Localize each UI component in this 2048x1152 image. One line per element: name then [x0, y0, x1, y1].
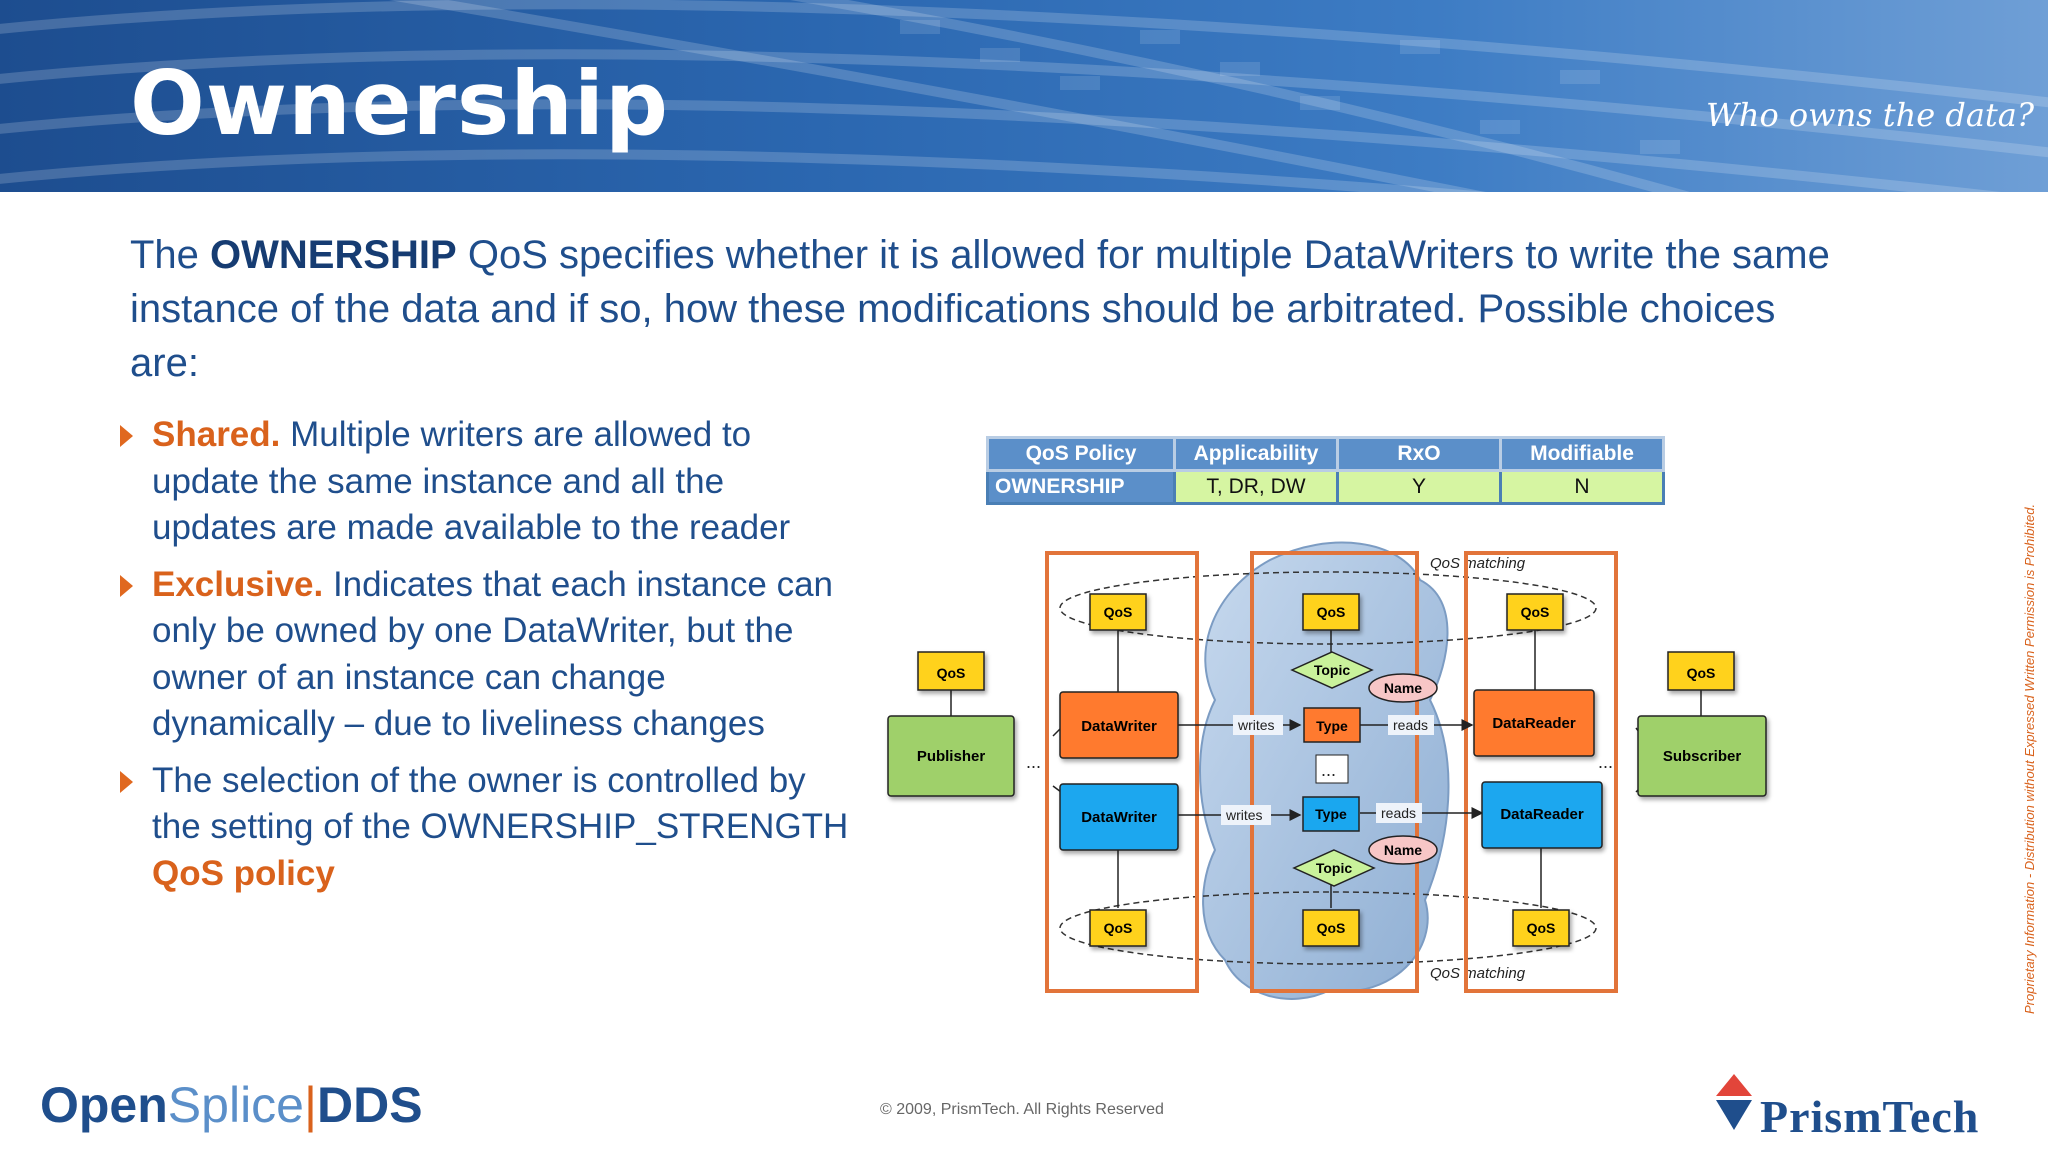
header-banner: Ownership Who owns the data?	[0, 0, 2048, 192]
prismtech-logo: PrismTech	[1712, 1070, 1978, 1142]
bullet-selection: The selection of the owner is controlled…	[118, 758, 858, 898]
table-cell: T, DR, DW	[1173, 469, 1339, 505]
qos-box: QoS	[1089, 909, 1147, 947]
writer-highlight-box	[1045, 551, 1199, 993]
datawriter-box: DataWriter	[1059, 783, 1179, 851]
writes-label: writes	[1225, 807, 1263, 823]
prismtech-logo-icon	[1716, 1074, 1752, 1130]
ellipsis-label: ...	[1598, 752, 1613, 772]
table-header: QoS Policy	[986, 436, 1176, 472]
name-ellipse: Name	[1368, 673, 1438, 703]
svg-text:Subscriber: Subscriber	[1663, 748, 1742, 765]
table-header: Modifiable	[1499, 436, 1665, 472]
reads-label: reads	[1381, 805, 1416, 821]
qos-matching-ellipse	[1059, 891, 1597, 965]
qos-box: QoS	[1302, 593, 1360, 631]
qos-box: QoS	[1667, 651, 1735, 691]
bullet-emphasis: QoS policy	[152, 853, 335, 893]
svg-text:DataReader: DataReader	[1500, 806, 1584, 823]
intro-paragraph: The OWNERSHIP QoS specifies whether it i…	[130, 228, 1850, 390]
table-header: Applicability	[1173, 436, 1339, 472]
ellipsis-label: ...	[1026, 752, 1041, 772]
bullet-shared: Shared. Multiple writers are allowed to …	[118, 412, 858, 552]
qos-box: QoS	[1512, 909, 1570, 947]
qos-policy-table: QoS Policy Applicability RxO Modifiable …	[986, 436, 1665, 505]
intro-text: QoS specifies whether it is allowed for …	[130, 233, 1830, 385]
reader-highlight-box	[1464, 551, 1618, 993]
qos-box: QoS	[1302, 909, 1360, 947]
svg-text:QoS: QoS	[1104, 604, 1133, 620]
subscriber-box: Subscriber	[1637, 715, 1767, 797]
table-header-row: QoS Policy Applicability RxO Modifiable	[986, 436, 1665, 472]
opensplice-logo: OpenSplice|DDS	[40, 1077, 423, 1133]
bullet-arrow-icon	[120, 574, 133, 597]
svg-text:QoS: QoS	[1317, 604, 1346, 620]
table-cell: Y	[1336, 469, 1502, 505]
reads-label: reads	[1393, 717, 1428, 733]
svg-text:Name: Name	[1384, 842, 1422, 858]
bullet-term: Exclusive.	[152, 564, 324, 604]
svg-text:QoS: QoS	[1104, 920, 1133, 936]
svg-text:QoS: QoS	[937, 665, 966, 681]
svg-text:Topic: Topic	[1314, 662, 1351, 678]
svg-text:Name: Name	[1384, 680, 1422, 696]
name-ellipse: Name	[1368, 835, 1438, 865]
svg-text:DataWriter: DataWriter	[1081, 718, 1157, 735]
table-row: OWNERSHIP T, DR, DW Y N	[986, 469, 1665, 505]
svg-text:DataWriter: DataWriter	[1081, 809, 1157, 826]
svg-text:QoS: QoS	[1317, 920, 1346, 936]
qos-matching-label: QoS matching	[1430, 965, 1526, 982]
datawriter-box: DataWriter	[1059, 691, 1179, 759]
table-cell: N	[1499, 469, 1665, 505]
topic-highlight-box	[1250, 551, 1419, 993]
writes-label: writes	[1237, 717, 1275, 733]
qos-box: QoS	[1089, 593, 1147, 631]
datareader-box: DataReader	[1481, 781, 1603, 849]
svg-text:DataReader: DataReader	[1492, 715, 1576, 732]
intro-prefix: The	[130, 233, 211, 277]
table-cell: OWNERSHIP	[986, 469, 1176, 505]
type-box: Type	[1302, 796, 1360, 832]
datareader-box: DataReader	[1473, 689, 1595, 757]
svg-text:Type: Type	[1316, 718, 1348, 734]
bullet-list: Shared. Multiple writers are allowed to …	[118, 412, 858, 907]
bullet-text: Indicates that each instance can only be…	[152, 564, 834, 744]
qos-matching-ellipse	[1059, 571, 1597, 645]
ownership-diagram: QoS matching QoS matching QoS QoS QoS Qo…	[887, 541, 1767, 1000]
topic-diamond: Topic	[1290, 651, 1374, 689]
svg-text:Topic: Topic	[1316, 860, 1353, 876]
svg-text:Publisher: Publisher	[917, 748, 986, 765]
svg-text:QoS: QoS	[1687, 665, 1716, 681]
qos-box: QoS	[917, 651, 985, 691]
slide-subtitle: Who owns the data?	[1705, 96, 2034, 134]
banner-background-graphic	[0, 0, 2048, 192]
slide-title: Ownership	[130, 52, 670, 155]
qos-matching-label: QoS matching	[1430, 555, 1526, 572]
bullet-arrow-icon	[120, 770, 133, 793]
intro-keyword: OWNERSHIP	[210, 233, 457, 277]
svg-text:Type: Type	[1315, 806, 1347, 822]
bullet-exclusive: Exclusive. Indicates that each instance …	[118, 562, 858, 748]
svg-text:QoS: QoS	[1521, 604, 1550, 620]
ellipsis-label: ...	[1321, 760, 1336, 780]
type-box: Type	[1303, 707, 1361, 743]
qos-box: QoS	[1506, 593, 1564, 631]
bullet-text: The selection of the owner is controlled…	[152, 760, 849, 847]
svg-text:QoS: QoS	[1527, 920, 1556, 936]
bullet-arrow-icon	[120, 425, 133, 447]
copyright-text: © 2009, PrismTech. All Rights Reserved	[880, 1101, 1164, 1118]
table-header: RxO	[1336, 436, 1502, 472]
topic-diamond: Topic	[1292, 849, 1376, 887]
bullet-text: Multiple writers are allowed to update t…	[152, 415, 791, 547]
publisher-box: Publisher	[887, 715, 1015, 797]
bullet-term: Shared.	[152, 415, 281, 454]
proprietary-notice: Proprietary Information - Distribution w…	[2022, 503, 2037, 1014]
